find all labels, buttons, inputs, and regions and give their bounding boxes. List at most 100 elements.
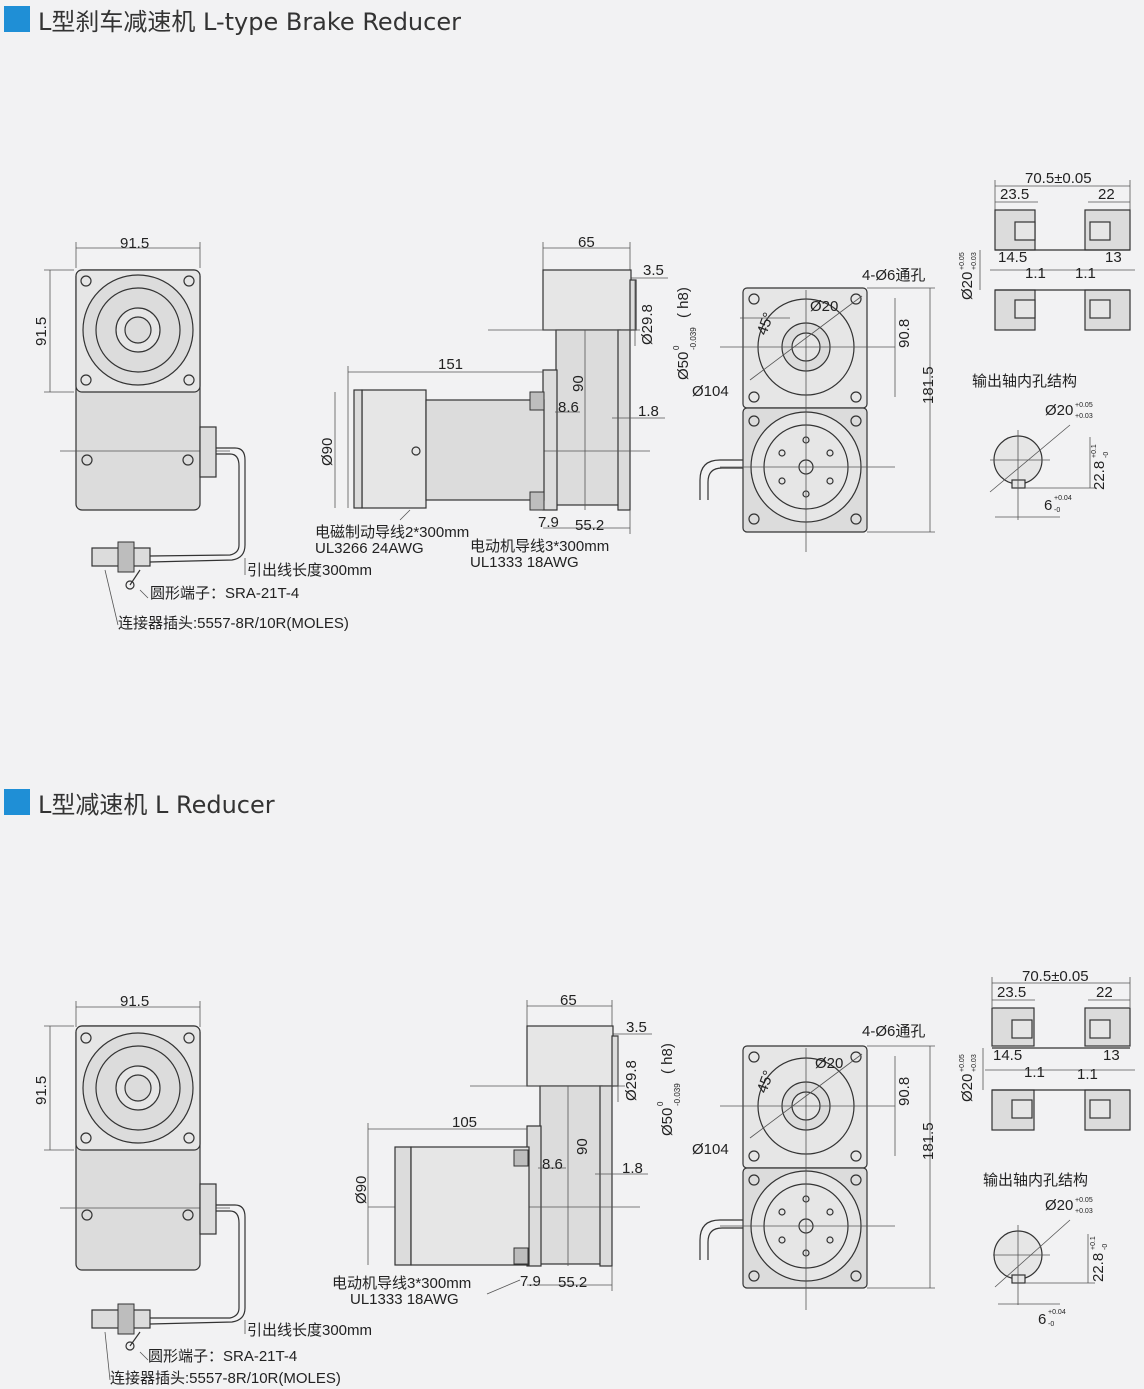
terminal-note: 圆形端子：SRA-21T-4 [150,585,299,602]
dimension-label: 3.5 [643,262,664,279]
front-view: 91.5 91.5 [33,235,246,590]
dimension-label: +0.03 [971,252,978,270]
connector-note: 连接器插头:5557-8R/10R(MOLES) [118,615,349,632]
dimension-label: 181.5 [920,366,937,404]
dimension-label: +0.05 [959,1054,966,1072]
dimension-label: 23.5 [997,984,1026,1001]
dimension-label: +0.04 [1048,1309,1066,1316]
dimension-label: 0 [656,1101,665,1106]
dimension-label: -0 [1054,507,1060,514]
dimension-label: +0.05 [1075,1197,1093,1204]
dimension-label: 6 [1038,1311,1046,1328]
dimension-label: 7.9 [520,1273,541,1290]
dimension-label: +0.03 [1075,413,1093,420]
dimension-label: 91.5 [120,235,149,252]
dimension-label: -0.039 [673,1083,682,1106]
dimension-label: 65 [560,992,577,1009]
dimension-label: +0.05 [959,252,966,270]
lead-length-note: 引出线长度300mm [247,1322,372,1339]
dimension-label: 1.1 [1024,1064,1045,1081]
section-title-reducer: L型减速机 L Reducer [4,785,275,819]
side-view: 65 3.5 105 Ø90 90 8.6 1.8 Ø29.8 Ø50 0 -0… [353,992,682,1295]
dimension-label: 151 [438,356,463,373]
dimension-label: 1.1 [1075,265,1096,282]
dimension-label: 181.5 [920,1122,937,1160]
shaft-section: 70.5±0.05 23.5 22 Ø20 +0.05 +0.03 14.5 1… [959,170,1135,331]
dimension-label: 14.5 [998,249,1027,266]
dimension-label: 23.5 [1000,186,1029,203]
dimension-label: 70.5±0.05 [1025,170,1092,187]
dimension-label: +0.03 [971,1054,978,1072]
dimension-label: Ø29.8 [639,304,656,345]
dimension-label: 13 [1105,249,1122,266]
dimension-label: +0.1 [1091,444,1098,458]
dimension-label: +0.03 [1075,1208,1093,1215]
dimension-label: Ø90 [319,438,336,466]
terminal-note: 圆形端子：SRA-21T-4 [148,1348,297,1365]
dimension-label: 1.8 [622,1160,643,1177]
section-marker-icon [4,6,30,32]
dimension-label: 90.8 [896,1077,913,1106]
dimension-label: 4-Ø6通孔 [862,1023,925,1040]
dimension-label: 105 [452,1114,477,1131]
dimension-label: 90 [570,375,587,392]
dimension-label: 3.5 [626,1019,647,1036]
dimension-label: Ø20 [1045,402,1073,419]
brake-wire-note: 电磁制动导线2*300mm [315,524,469,541]
dimension-label: 55.2 [558,1274,587,1291]
dimension-label: Ø29.8 [623,1060,640,1101]
dimension-label: Ø20 [1045,1197,1073,1214]
dimension-label: 45° [754,310,778,337]
dimension-label: -0.039 [689,327,698,350]
dimension-label: 22 [1096,984,1113,1001]
dimension-label: ( h8) [675,287,692,318]
lead-length-note: 引出线长度300mm [247,562,372,579]
dimension-label: Ø90 [353,1176,370,1204]
dimension-label: -0 [1102,1244,1109,1250]
connector-note: 连接器插头:5557-8R/10R(MOLES) [110,1370,341,1387]
dimension-label: 8.6 [558,399,579,416]
drawing-brake-reducer: 91.5 91.5 引出线长度300mm 圆形端子：SRA-21T-4 连接器插… [33,170,1135,632]
flange-view: 4-Ø6通孔 Ø20 45° 90.8 181.5 Ø104 [692,1023,937,1310]
flange-view: 4-Ø6通孔 Ø20 45° 90.8 181.5 Ø104 [692,267,937,552]
dimension-label: 91.5 [120,993,149,1010]
dimension-label: 65 [578,234,595,251]
dimension-label: -0 [1048,1321,1054,1328]
bore-detail: 输出轴内孔结构 Ø20 +0.05 +0.03 22.8 +0.1 -0 6 +… [972,373,1110,520]
dimension-label: Ø50 [659,1108,676,1136]
dimension-label: 1.1 [1025,265,1046,282]
section-marker-icon [4,789,30,815]
dimension-label: 输出轴内孔结构 [972,373,1077,390]
dimension-label: 14.5 [993,1047,1022,1064]
dimension-label: 6 [1044,497,1052,514]
dimension-label: +0.1 [1090,1236,1097,1250]
dimension-label: 1.1 [1077,1066,1098,1083]
dimension-label: 13 [1103,1047,1120,1064]
dimension-label: Ø104 [692,1141,729,1158]
dimension-label: 70.5±0.05 [1022,968,1089,985]
dimension-label: 91.5 [33,317,50,346]
front-view: 91.5 91.5 [33,993,246,1351]
dimension-label: 90 [574,1138,591,1155]
dimension-label: 7.9 [538,514,559,531]
dimension-label: Ø20 [815,1055,843,1072]
dimension-label: Ø20 [959,1074,976,1102]
dimension-label: 91.5 [33,1076,50,1105]
dimension-label: 45° [754,1068,778,1095]
side-view: 65 3.5 151 Ø90 90 8.6 1.8 Ø29.8 Ø50 0 -0… [319,234,698,534]
dimension-label: Ø50 [675,352,692,380]
dimension-label: -0 [1103,452,1110,458]
dimension-label: 90.8 [896,319,913,348]
motor-wire-spec: UL1333 18AWG [470,554,579,571]
motor-wire-note: 电动机导线3*300mm [332,1275,471,1292]
dimension-label: 22 [1098,186,1115,203]
bore-detail: 输出轴内孔结构 Ø20 +0.05 +0.03 22.8 +0.1 -0 6 +… [983,1172,1109,1328]
dimension-label: 4-Ø6通孔 [862,267,925,284]
dimension-label: +0.04 [1054,495,1072,502]
dimension-label: 22.8 [1090,1253,1107,1282]
motor-wire-note: 电动机导线3*300mm [470,538,609,555]
drawing-reducer: 91.5 91.5 引出线长度300mm 圆形端子：SRA-21T-4 连接器插… [33,968,1135,1387]
brake-wire-spec: UL3266 24AWG [315,540,424,557]
dimension-label: Ø104 [692,383,729,400]
dimension-label: 0 [672,345,681,350]
